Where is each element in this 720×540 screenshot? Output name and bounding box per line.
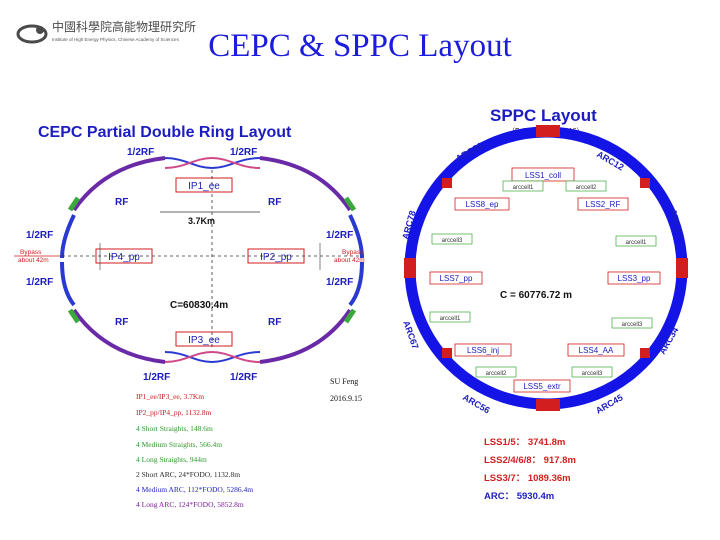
distance-label: 3.7Km bbox=[188, 216, 215, 226]
rf-label: RF bbox=[115, 197, 128, 208]
half-rf-label: 1/2RF bbox=[26, 230, 53, 241]
bypass-distance: about 42m bbox=[18, 257, 49, 264]
lss1-label: LSS1_coll bbox=[525, 171, 561, 180]
half-rf-label: 1/2RF bbox=[326, 277, 353, 288]
sppc-length-row: LSS2/4/6/8： 917.8m bbox=[484, 452, 576, 466]
logo-subtext: Institute of High Energy Physics, Chines… bbox=[52, 37, 180, 42]
sppc-circumference: C = 60776.72 m bbox=[500, 290, 572, 301]
sppc-length-row: LSS3/7： 1089.36m bbox=[484, 470, 571, 484]
arccell-label: arccell2 bbox=[576, 185, 597, 191]
author: SU Feng bbox=[330, 377, 359, 386]
logo-text: 中國科學院高能物理研究所 bbox=[52, 19, 196, 34]
legend-item: 4 Medium Straights, 566.4m bbox=[136, 440, 223, 449]
lss2-label: LSS2_RF bbox=[586, 200, 621, 209]
sppc-length-row: LSS1/5： 3741.8m bbox=[484, 434, 565, 448]
sppc-title: SPPC Layout bbox=[490, 106, 597, 125]
arccell-label: arccell1 bbox=[440, 316, 461, 322]
arccell-label: arccell3 bbox=[442, 238, 463, 244]
date: 2016.9.15 bbox=[330, 394, 362, 403]
ip3-label: IP3_ee bbox=[188, 335, 220, 346]
lss3-label: LSS3_pp bbox=[618, 274, 651, 283]
legend-item: IP1_ee/IP3_ee, 3.7Km bbox=[136, 392, 205, 401]
half-rf-label: 1/2RF bbox=[230, 372, 257, 383]
lss7-label: LSS7_pp bbox=[440, 274, 473, 283]
ip4-label: IP4_pp bbox=[108, 252, 140, 263]
sppc-length-row: ARC： 5930.4m bbox=[484, 488, 554, 502]
page-title: CEPC & SPPC Layout bbox=[208, 28, 512, 64]
cepc-arc-ul bbox=[72, 156, 166, 212]
bypass-distance: about 42m bbox=[334, 257, 365, 264]
sppc-length-label: ARC： bbox=[484, 491, 515, 502]
half-rf-label: 1/2RF bbox=[326, 230, 353, 241]
cepc-diagram: CEPC Partial Double Ring Layout IP1_ee I… bbox=[14, 124, 365, 383]
ip1-label: IP1_ee bbox=[188, 181, 220, 192]
lss4-label: LSS4_AA bbox=[579, 346, 614, 355]
arccell-label: arccell1 bbox=[513, 185, 534, 191]
half-rf-label: 1/2RF bbox=[143, 372, 170, 383]
cepc-circumference: C=60830.4m bbox=[170, 300, 228, 311]
lss5-label: LSS5_extr bbox=[523, 382, 561, 391]
logo-emblem-icon bbox=[16, 24, 48, 44]
rf-label: RF bbox=[268, 317, 281, 328]
sppc-length-value: 1089.36m bbox=[527, 473, 571, 484]
sppc-length-label: LSS1/5： bbox=[484, 437, 526, 448]
cepc-arc-ur bbox=[259, 156, 352, 212]
legend-item: 4 Long Straights, 944m bbox=[136, 455, 207, 464]
rf-label: RF bbox=[115, 317, 128, 328]
sppc-length-value: 5930.4m bbox=[516, 491, 555, 502]
legend-item: 4 Short Straights, 148.6m bbox=[136, 424, 213, 433]
sppc-diagram: SPPC Layout （F. Su Sep. 23, 2016） ARC81 … bbox=[400, 106, 688, 416]
rf-label: RF bbox=[268, 197, 281, 208]
lss8-label: LSS8_ep bbox=[466, 200, 499, 209]
lss6-label: LSS6_inj bbox=[467, 346, 499, 355]
cepc-arc-lr bbox=[259, 308, 352, 364]
cepc-title: CEPC Partial Double Ring Layout bbox=[38, 124, 292, 141]
arccell-label: arccell3 bbox=[582, 371, 603, 377]
ip1-box bbox=[175, 177, 233, 193]
ip3-box bbox=[175, 331, 233, 347]
legend-item: 4 Long ARC, 124*FODO, 5852.8m bbox=[136, 500, 244, 509]
sppc-length-value: 3741.8m bbox=[527, 437, 566, 448]
bypass-label: Bypass bbox=[20, 249, 42, 256]
cepc-arc-ll bbox=[72, 308, 166, 364]
half-rf-label: 1/2RF bbox=[127, 147, 154, 158]
sppc-length-label: LSS2/4/6/8： bbox=[484, 455, 542, 466]
arccell-label: arccell1 bbox=[626, 240, 647, 246]
half-rf-label: 1/2RF bbox=[230, 147, 257, 158]
legend-item: IP2_pp/IP4_pp, 1132.8m bbox=[136, 408, 212, 417]
ip2-label: IP2_pp bbox=[260, 252, 292, 263]
legend-item: 2 Short ARC, 24*FODO, 1132.8m bbox=[136, 470, 241, 479]
institute-logo: 中國科學院高能物理研究所 Institute of High Energy Ph… bbox=[10, 10, 200, 50]
sppc-length-value: 917.8m bbox=[543, 455, 576, 466]
arccell-label: arccell2 bbox=[486, 371, 507, 377]
bypass-label: Bypass bbox=[342, 249, 364, 256]
legend-item: 4 Medium ARC, 112*FODO, 5286.4m bbox=[136, 485, 254, 494]
half-rf-label: 1/2RF bbox=[26, 277, 53, 288]
sppc-length-label: LSS3/7： bbox=[484, 473, 526, 484]
arccell-label: arccell3 bbox=[622, 322, 643, 328]
